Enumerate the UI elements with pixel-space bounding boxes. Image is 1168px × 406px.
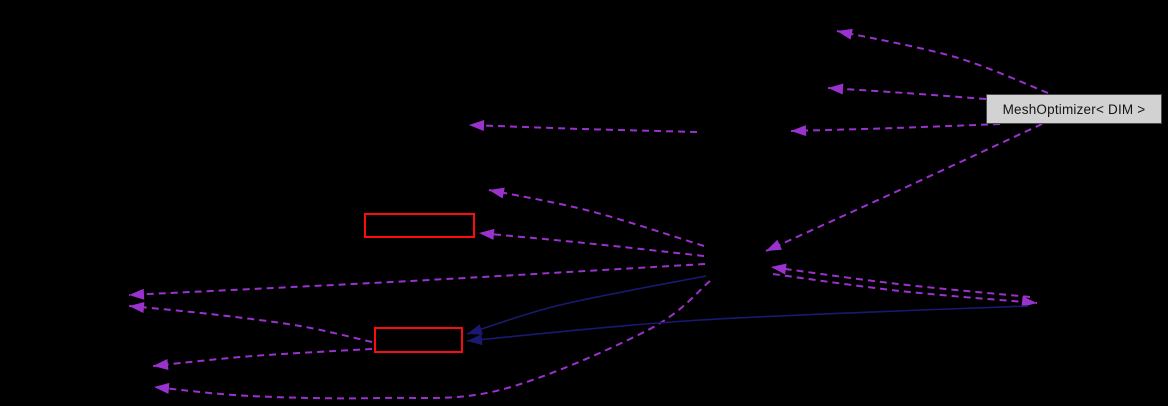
arrowhead-usage-main-to-mid-node (791, 125, 807, 137)
arrowhead-usage-red-box-lower-to-lowleft-node (153, 359, 169, 370)
arrowhead-usage-main-to-upper-node (828, 83, 844, 95)
edge-usage-red-box-lower-to-left-node (128, 305, 373, 343)
arrowhead-inherit-hub-to-red-box-lower (467, 324, 483, 335)
truncated-node-lower[interactable] (374, 327, 463, 353)
main-node-label: MeshOptimizer< DIM > (1002, 101, 1146, 117)
edge-usage-hub-to-right-node (772, 273, 1038, 304)
truncated-node-upper[interactable] (364, 213, 475, 238)
edge-usage-main-to-upper-node (827, 87, 987, 100)
arrowhead-usage-hub-to-far-left-node (129, 288, 145, 300)
edge-inherit-right-node-to-red-box-lower (466, 305, 1029, 342)
arrowhead-usage-red-box-lower-to-left-node (129, 302, 145, 313)
arrowhead-usage-hub-to-bottom-left-node (154, 382, 170, 394)
edge-usage-hub-to-red-box-upper (478, 232, 705, 257)
edge-usage-right-node-to-hub (770, 266, 1031, 298)
edge-usage-mid-node-to-left-node (468, 124, 698, 133)
arrowhead-usage-hub-to-right-node (1021, 296, 1037, 308)
edge-usage-hub-to-far-left-node (128, 263, 706, 296)
edge-usage-red-box-lower-to-lowleft-node (152, 348, 373, 367)
arrowhead-usage-mid-node-to-left-node (469, 120, 485, 132)
edge-usage-main-to-hub (765, 123, 1043, 252)
main-node[interactable]: MeshOptimizer< DIM > (986, 94, 1162, 124)
edge-usage-main-to-top-node (836, 30, 1049, 94)
arrowhead-usage-hub-to-upper-left-node (489, 187, 505, 199)
arrowhead-usage-hub-to-red-box-upper (479, 228, 495, 240)
edge-usage-main-to-mid-node (790, 123, 1001, 132)
edge-usage-hub-to-upper-left-node (488, 189, 705, 247)
arrowhead-usage-right-node-to-hub (771, 263, 787, 275)
edge-inherit-hub-to-red-box-lower (466, 275, 707, 335)
edge-usage-hub-to-bottom-left-node (153, 280, 711, 400)
arrowhead-usage-main-to-top-node (837, 28, 853, 40)
arrowhead-inherit-right-node-to-red-box-lower (467, 334, 483, 346)
arrowhead-usage-main-to-hub (766, 239, 782, 251)
